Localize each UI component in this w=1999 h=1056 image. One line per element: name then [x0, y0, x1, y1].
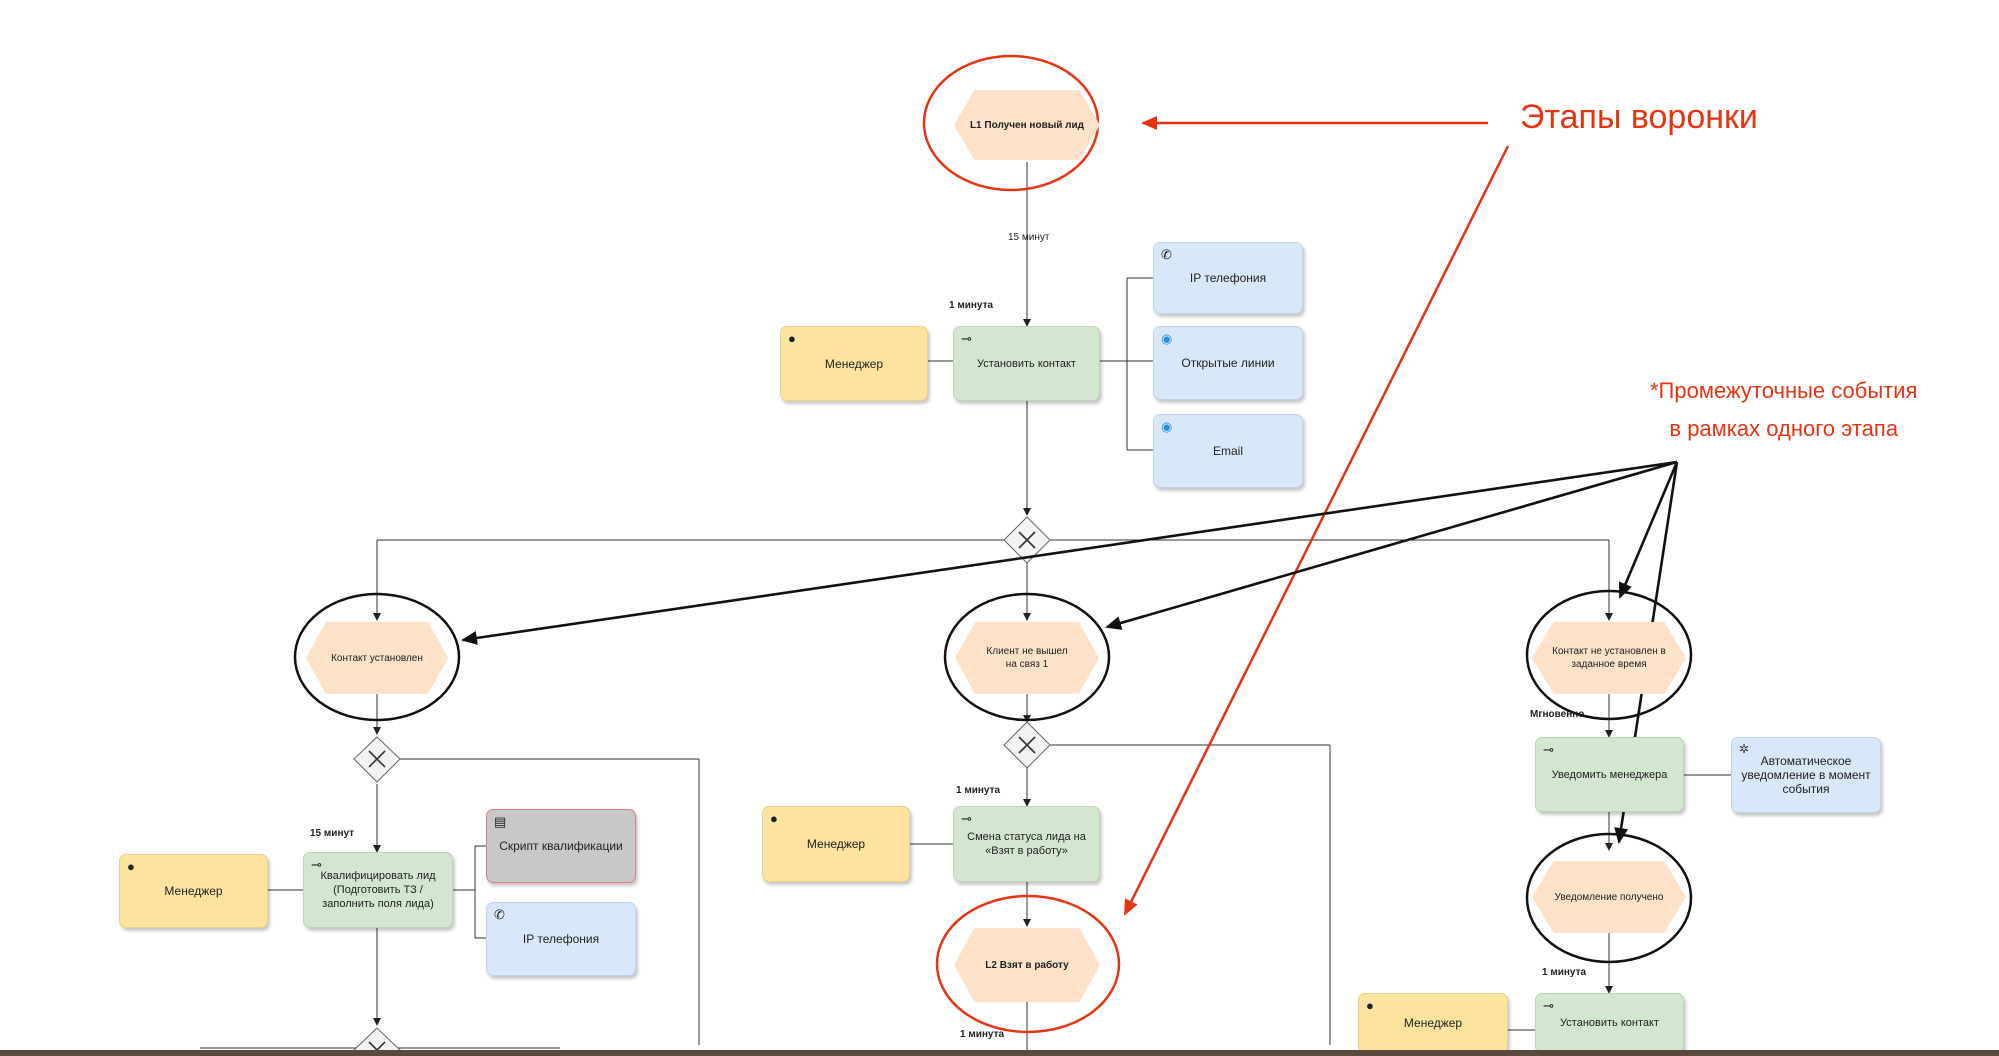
intermediate-events-annotation: *Промежуточные события в рамках одного э…: [1650, 372, 1917, 448]
gear-icon: ✲: [1739, 742, 1750, 756]
phone-icon: ✆: [1161, 247, 1172, 262]
event-circle-contact: [293, 592, 461, 722]
timing-label: 1 минута: [949, 300, 994, 311]
task-label: Уведомить менеджера: [1551, 768, 1668, 781]
task-label: Установить контакт: [977, 357, 1076, 370]
system-open-lines: ◉ Открытые линии: [1153, 326, 1303, 400]
event-text-line: Клиент не вышел: [986, 646, 1068, 657]
task-establish-contact: ⊸ Установить контакт: [953, 326, 1100, 401]
task-label: Установить контакт: [1560, 1017, 1659, 1029]
person-icon: ●: [788, 331, 796, 346]
document-icon: ▤: [494, 814, 507, 829]
person-icon: ●: [1366, 998, 1374, 1013]
role-manager: ● Менеджер: [119, 854, 268, 928]
task-label-line: Смена статуса лида на: [967, 831, 1086, 843]
stage-l2: L2 Взят в работу: [954, 928, 1100, 1002]
intermediate-events-line2: в рамках одного этапа: [1669, 416, 1899, 441]
timing-label: 1 минута: [960, 1029, 1005, 1040]
task-key-icon: ⊸: [961, 811, 972, 826]
task-key-icon: ⊸: [961, 331, 972, 346]
system-ip-telephony: ✆ IP телефония: [1153, 242, 1303, 314]
task-notify-manager: ⊸ Уведомить менеджера: [1535, 737, 1684, 812]
event-circle-not-established: [1525, 589, 1693, 721]
gateway-left: [353, 736, 401, 783]
system-label: Email: [1212, 444, 1243, 458]
stage-l1: L1 Получен новый лид: [954, 90, 1100, 160]
timing-label: 15 минут: [1008, 232, 1050, 243]
event-circle-notified: [1525, 832, 1693, 964]
role-label: Менеджер: [1403, 1016, 1463, 1030]
system-auto-notification: ✲ Автоматическое уведомление в момент со…: [1731, 737, 1881, 813]
stage-circle-l2: [935, 894, 1121, 1034]
globe-icon: ◉: [1161, 331, 1173, 346]
task-label-line: (Подготовить ТЗ /: [333, 884, 423, 896]
task-key-icon: ⊸: [311, 857, 322, 872]
role-manager: ● Менеджер: [1358, 993, 1508, 1053]
task-status-change: ⊸ Смена статуса лида на «Взят в работу»: [953, 806, 1100, 882]
system-email: ◉ Email: [1153, 414, 1303, 488]
task-key-icon: ⊸: [1543, 998, 1554, 1013]
event-text-line: Контакт не установлен в: [1552, 646, 1666, 657]
role-manager: ● Менеджер: [762, 806, 910, 882]
timing-label: Мгновенно: [1530, 709, 1585, 720]
black-arrow-2: [1105, 460, 1678, 630]
timing-label: 15 минут: [310, 828, 355, 839]
red-arrow-to-l2: [1123, 145, 1510, 916]
event-client-no-contact: Клиент не вышел на связ 1: [955, 622, 1099, 694]
intermediate-events-line1: *Промежуточные события: [1650, 378, 1918, 403]
person-icon: ●: [770, 811, 778, 826]
system-label: IP телефония: [1189, 271, 1267, 285]
task-key-icon: ⊸: [1543, 742, 1554, 757]
task-label-line: «Взят в работу»: [985, 845, 1068, 857]
task-label-line: Квалифицировать лид: [320, 870, 436, 882]
window-bottom-edge: [0, 1050, 1999, 1056]
event-text-line: на связ 1: [1005, 659, 1049, 670]
black-arrow-1: [461, 460, 1678, 645]
task-qualify-lead: ⊸ Квалифицировать лид (Подготовить ТЗ / …: [303, 852, 453, 928]
event-text-line: заданное время: [1571, 659, 1647, 670]
person-icon: ●: [127, 859, 135, 874]
task-label-line: заполнить поля лида): [322, 898, 434, 910]
event-contact-established: Контакт установлен: [306, 622, 448, 694]
phone-icon: ✆: [494, 907, 505, 922]
task-establish-contact-2: ⊸ Установить контакт: [1535, 993, 1684, 1053]
event-circle-no-contact: [943, 592, 1111, 722]
black-arrow-3: [1618, 461, 1679, 599]
funnel-stages-annotation: Этапы воронки: [1520, 98, 1758, 136]
timing-label: 1 минута: [1542, 967, 1587, 978]
system-label-line: уведомление в момент: [1741, 768, 1871, 782]
gateway-main: [1003, 516, 1051, 564]
system-ip-telephony: ✆ IP телефония: [486, 902, 636, 976]
globe-icon: ◉: [1161, 419, 1173, 434]
role-manager: ● Менеджер: [780, 326, 928, 401]
system-label: Открытые линии: [1181, 356, 1275, 370]
role-label: Менеджер: [824, 356, 884, 371]
timing-label: 1 минута: [956, 785, 1001, 796]
system-label-line: события: [1782, 782, 1830, 796]
gateway-middle: [1003, 721, 1051, 769]
document-qualification-script: ▤ Скрипт квалификации: [486, 809, 636, 883]
system-label: IP телефония: [522, 932, 600, 946]
role-label: Менеджер: [806, 837, 866, 851]
role-label: Менеджер: [164, 884, 223, 898]
event-notification-received: Уведомление получено: [1532, 861, 1686, 933]
document-label: Скрипт квалификации: [499, 839, 623, 853]
system-label-line: Автоматическое: [1760, 754, 1852, 768]
event-contact-not-established: Контакт не установлен в заданное время: [1532, 622, 1686, 694]
